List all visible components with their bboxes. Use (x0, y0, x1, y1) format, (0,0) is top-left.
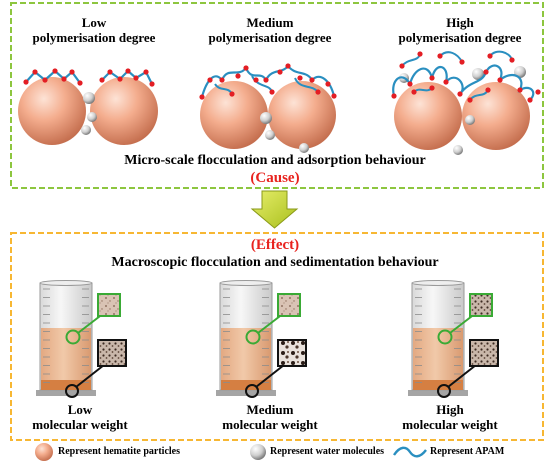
sediment-callout-ring (245, 384, 259, 398)
water-molecule (83, 92, 95, 104)
sediment-zoom-inset (277, 339, 307, 367)
medium-polymer-particles (199, 63, 337, 153)
water-molecule (465, 115, 475, 125)
medium-polymerisation-label: Medium polymerisation degree (208, 15, 332, 45)
sediment-layer (413, 380, 463, 390)
measuring-cylinder-high (408, 280, 499, 398)
measuring-cylinder-low (36, 280, 127, 398)
macroscopic-caption: Macroscopic flocculation and sedimentati… (111, 255, 439, 270)
sediment-callout-line (447, 364, 477, 388)
cause-panel-border (10, 2, 544, 189)
high-molecular-weight-label: High molecular weight (402, 402, 498, 432)
hematite-particle (18, 77, 86, 145)
water-molecule (472, 68, 484, 80)
suspension-callout-ring (65, 329, 81, 345)
water-molecule (453, 145, 463, 155)
low-molecular-weight-label: Low molecular weight (32, 402, 128, 432)
hematite-particle (394, 82, 462, 150)
cylinder-rim (219, 280, 273, 286)
water-molecule (265, 130, 275, 140)
water-molecule (81, 125, 91, 135)
medium-molecular-weight-label: Medium molecular weight (222, 402, 318, 432)
micro-scale-caption: Micro-scale flocculation and adsorption … (124, 153, 426, 168)
sediment-callout-line (75, 364, 105, 388)
low-polymerisation-label: Low polymerisation degree (32, 15, 156, 45)
effect-tag: (Effect) (250, 237, 300, 253)
sediment-zoom-inset (469, 339, 499, 367)
suspension-callout-ring (437, 329, 453, 345)
cylinder-rim (411, 280, 465, 286)
cause-to-effect-arrow (250, 190, 299, 229)
water-molecule (299, 143, 309, 153)
suspension-zoom-inset (97, 293, 121, 317)
suspension-zoom-inset (469, 293, 493, 317)
suspension-callout-ring (245, 329, 261, 345)
suspension-zoom-inset (277, 293, 301, 317)
hematite-particle (462, 82, 530, 150)
effect-panel-border (10, 232, 544, 441)
apam-legend-label: Represent APAM (430, 446, 505, 457)
low-polymer-particles (18, 68, 158, 145)
water-legend-icon (250, 444, 266, 460)
high-polymerisation-label: High polymerisation degree (398, 15, 522, 45)
water-legend-label: Represent water molecules (270, 446, 385, 457)
water-molecule (260, 112, 272, 124)
sediment-callout-line (255, 364, 285, 388)
hematite-legend-icon (35, 443, 53, 461)
measuring-cylinder-medium (216, 280, 307, 398)
sediment-layer (221, 380, 271, 390)
apam-chain (401, 50, 513, 101)
sediment-zoom-inset (97, 339, 127, 367)
cause-tag: (Cause) (250, 170, 300, 186)
hematite-particle (268, 81, 336, 149)
apam-legend-icon (393, 446, 427, 458)
hematite-legend-label: Represent hematite particles (58, 446, 181, 457)
sediment-layer (41, 380, 91, 390)
sediment-callout-ring (65, 384, 79, 398)
hematite-particle (90, 77, 158, 145)
cylinder-rim (39, 280, 93, 286)
high-polymer-particles (391, 50, 541, 155)
hematite-particle (200, 81, 268, 149)
sediment-callout-ring (437, 384, 451, 398)
water-molecule (87, 112, 97, 122)
